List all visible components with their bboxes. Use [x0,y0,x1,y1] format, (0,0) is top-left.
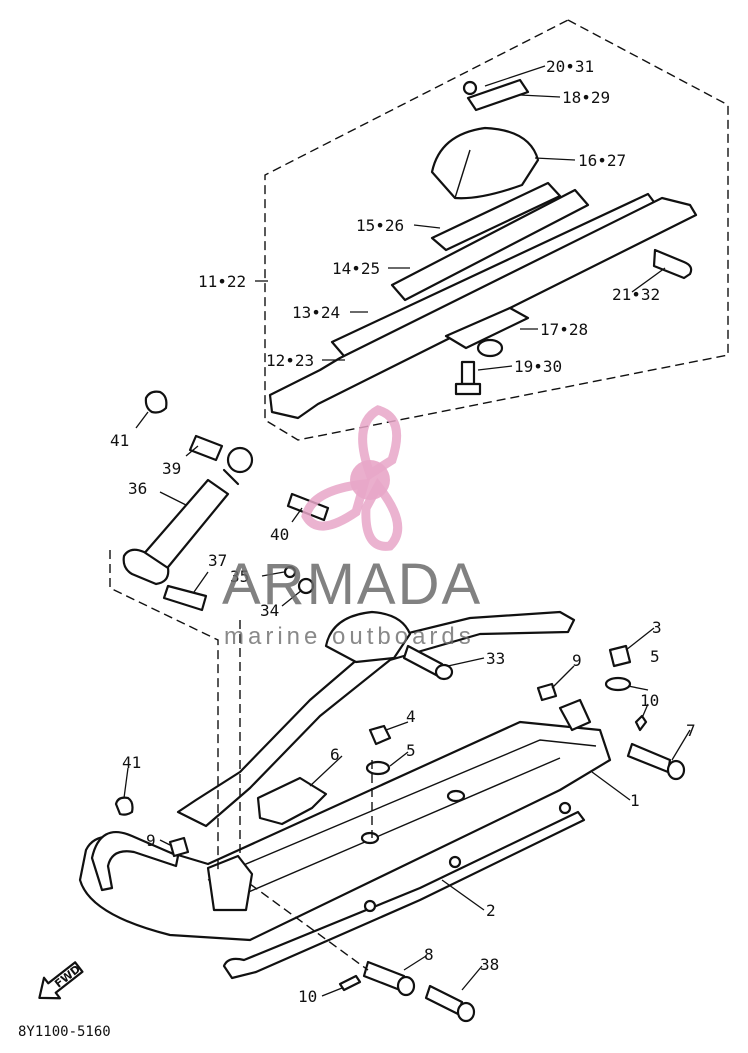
bolt-7-head [666,759,686,781]
fwd-arrow-icon [38,961,84,1000]
callout-label: 14•25 [332,259,380,278]
bolt-38-part [424,984,464,1016]
forward-direction-arrow: FWD [38,961,84,1000]
cap-nut-41-lower-part [114,796,134,816]
bolt-8-head [396,975,416,997]
lower-plate-part [444,306,530,350]
callout-label: 36 [128,479,147,498]
ski-and-spring-assembly [78,610,686,1023]
bolt-head-part [454,382,482,396]
callout-label: 2 [486,901,496,920]
ski-rear-bracket-part [558,698,592,732]
shock-rod-part [222,468,240,486]
callout-label: 37 [208,551,227,570]
bolt-33-head [434,663,454,681]
pin-10-right-part [634,714,648,732]
callout-label: 9 [146,831,156,850]
callout-label: 17•28 [540,320,588,339]
ski-body-part [78,720,612,942]
spacer-37-part [162,584,208,612]
bushing-part [652,248,693,280]
leaf-14-part [390,188,590,302]
callout-label: 19•30 [514,357,562,376]
ski-rail-line [207,739,597,881]
callout-label: 34 [260,601,279,620]
callout-label: 20•31 [546,57,594,76]
clamp-plate-part [466,78,530,112]
callout-label: 12•23 [266,351,314,370]
nut-34-part [297,577,315,595]
runner-stud-part [558,801,572,815]
callout-label: 6 [330,745,340,764]
callout-label: 40 [270,525,289,544]
spring-bracket-part [430,126,540,200]
clip-6-part [256,776,328,826]
leader-lines [123,65,691,997]
install-guide-line [109,550,219,870]
callout-label: 8 [424,945,434,964]
callout-label: 7 [686,721,696,740]
bolt-7-part [626,742,672,774]
ski-mount-hole [360,831,380,845]
callout-label: 41 [122,753,141,772]
callout-label: 33 [486,649,505,668]
watermark-brand: ARMADA [222,552,482,617]
bolt-38-head [456,1001,476,1023]
callout-label: 1 [630,791,640,810]
nut-3-part [608,644,632,668]
callout-label: 18•29 [562,88,610,107]
sleeve-39-part [188,434,224,462]
nut-9-right-part [536,682,558,702]
callout-label: 39 [162,459,181,478]
callout-label: 10 [640,691,659,710]
callout-label: 41 [110,431,129,450]
callout-label: 21•32 [612,285,660,304]
cap-nut-41-part [144,390,168,414]
runner-stud-part [363,899,377,913]
washer-5-part [365,760,391,776]
runner-part [222,810,586,980]
callout-label: 10 [298,987,317,1006]
callout-label: 15•26 [356,216,404,235]
ski-handle-part [90,831,180,892]
runner-stud-part [448,855,462,869]
shock-bottom-eye-part [122,548,170,586]
pin-10-lower-part [338,974,362,992]
nut-4-part [368,724,392,746]
callout-label: 3 [652,618,662,637]
install-guide-line [249,883,369,971]
bracket-edge [454,149,471,199]
leaf-15-part [430,181,562,252]
callout-label: 5 [650,647,660,666]
callout-label: 9 [572,651,582,670]
washer-5-right-part [604,676,632,692]
leaf-spring-assembly [268,78,698,420]
ski-front-bracket-part [206,854,254,912]
watermark-tagline: marine outboards [224,623,475,650]
nut-9-left-part [168,836,190,858]
shock-top-eye-part [226,446,254,474]
screw-35-part [283,565,297,579]
callout-label: 4 [406,707,416,726]
callout-label: 16•27 [578,151,626,170]
bolt-shank-part [460,360,476,386]
propeller-logo-icon [301,405,403,551]
callout-label: 5 [406,741,416,760]
callout-label: 13•24 [292,303,340,322]
callout-label: 11•22 [198,272,246,291]
watermark: ARMADA marine outboards [222,405,482,650]
installed-bracket-part [324,610,412,664]
callout-label: 35 [230,567,249,586]
leaf-spring-group-boundary [264,19,729,441]
callout-label: 38 [480,955,499,974]
diagram-code: 8Y1100-5160 [18,1024,111,1040]
nut-part [462,80,478,96]
plate-boss-part [476,338,504,358]
ski-rail-line-2 [229,757,561,901]
ski-mount-hole [446,789,466,803]
callout-labels: 20•31 18•29 16•27 15•26 14•25 11•22 21•3… [110,57,696,1006]
